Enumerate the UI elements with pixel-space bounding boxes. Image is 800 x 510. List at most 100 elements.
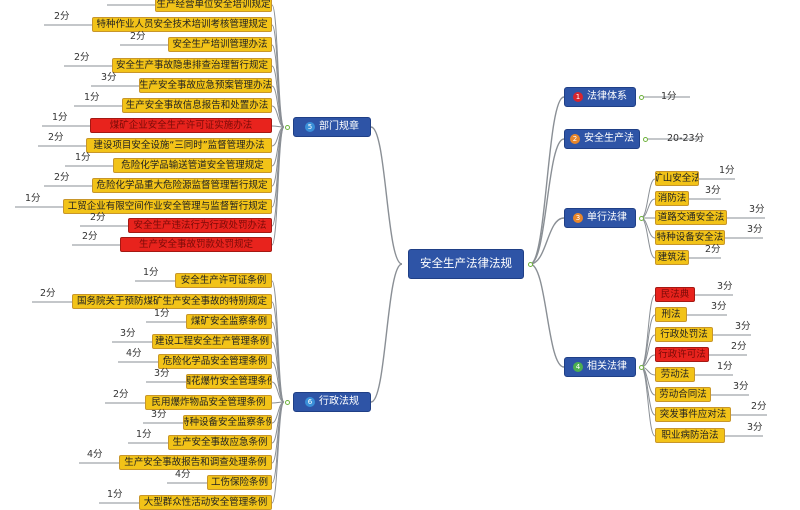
collapse-toggle[interactable] xyxy=(284,124,290,130)
collapse-toggle[interactable] xyxy=(638,94,644,100)
regulation-node[interactable]: 生产安全事故应急条例 xyxy=(168,435,272,450)
regulation-node[interactable]: 危险化学品安全管理条例 xyxy=(158,354,272,369)
score-label: 3分 xyxy=(749,204,765,215)
regulation-label: 生产安全事故应急预案管理办法 xyxy=(139,79,272,91)
regulation-label: 烟花爆竹安全管理条例 xyxy=(186,375,272,387)
regulation-node[interactable]: 大型群众性活动安全管理条例 xyxy=(139,495,272,510)
regulation-node[interactable]: 危险化学品输送管道安全管理规定 xyxy=(113,158,272,173)
collapse-toggle[interactable] xyxy=(527,261,533,267)
regulation-label: 生产安全事故信息报告和处置办法 xyxy=(125,99,269,111)
central-topic[interactable]: 安全生产法律法规 xyxy=(408,249,524,279)
regulation-label: 民用爆炸物品安全管理条例 xyxy=(151,396,266,408)
collapse-toggle[interactable] xyxy=(642,136,648,142)
regulation-label: 建设项目安全设施“三同时”监督管理办法 xyxy=(93,139,265,151)
law-label: 刑法 xyxy=(661,308,681,320)
regulation-label: 生产经营单位安全培训规定 xyxy=(156,0,271,10)
connector-line xyxy=(271,126,285,246)
branch-number-badge: 2 xyxy=(570,134,580,144)
score-label: 2分 xyxy=(113,389,129,400)
connector-line xyxy=(529,263,565,368)
law-node[interactable]: 行政处罚法 xyxy=(655,327,713,342)
regulation-node[interactable]: 民用爆炸物品安全管理条例 xyxy=(145,395,272,410)
regulation-label: 煤矿企业安全生产许可证实施办法 xyxy=(109,119,253,131)
score-label: 3分 xyxy=(733,381,749,392)
regulation-node[interactable]: 生产安全事故罚款处罚规定 xyxy=(120,237,272,252)
score-label: 2分 xyxy=(74,52,90,63)
connector-line xyxy=(271,24,285,128)
collapse-toggle[interactable] xyxy=(638,215,644,221)
regulation-node[interactable]: 工贸企业有限空间作业安全管理与监督暂行规定 xyxy=(63,199,272,214)
regulation-node[interactable]: 危险化学品重大危险源监督管理暂行规定 xyxy=(92,178,272,193)
regulation-label: 特种作业人员安全技术培训考核管理规定 xyxy=(96,18,268,30)
law-node[interactable]: 道路交通安全法 xyxy=(655,210,727,225)
law-node[interactable]: 职业病防治法 xyxy=(655,428,725,443)
regulation-node[interactable]: 生产安全事故应急预案管理办法 xyxy=(139,78,272,93)
score-label: 2分 xyxy=(48,132,64,143)
score-label: 1分 xyxy=(661,91,677,102)
score-label: 1分 xyxy=(136,429,152,440)
regulation-node[interactable]: 安全生产事故隐患排查治理暂行规定 xyxy=(112,58,272,73)
score-label: 3分 xyxy=(717,281,733,292)
regulation-node[interactable]: 工伤保险条例 xyxy=(207,475,272,490)
regulation-node[interactable]: 烟花爆竹安全管理条例 xyxy=(186,374,272,389)
law-node[interactable]: 建筑法 xyxy=(655,250,689,265)
connector-line xyxy=(529,138,565,265)
law-node[interactable]: 民法典 xyxy=(655,287,695,302)
connector-line xyxy=(640,198,656,219)
score-label: 3分 xyxy=(154,368,170,379)
law-label: 行政许可法 xyxy=(658,348,706,360)
connector-line xyxy=(271,105,285,128)
regulation-label: 危险化学品输送管道安全管理规定 xyxy=(121,159,264,171)
regulation-node[interactable]: 安全生产培训管理办法 xyxy=(168,37,272,52)
regulation-label: 国务院关于预防煤矿生产安全事故的特别规定 xyxy=(76,295,267,307)
law-node[interactable]: 消防法 xyxy=(655,191,689,206)
law-node[interactable]: 矿山安全法 xyxy=(655,171,699,186)
collapse-toggle[interactable] xyxy=(638,364,644,370)
regulation-node[interactable]: 生产安全事故信息报告和处置办法 xyxy=(122,98,272,113)
regulation-node[interactable]: 国务院关于预防煤矿生产安全事故的特别规定 xyxy=(72,294,272,309)
regulation-node[interactable]: 特种设备安全监察条例 xyxy=(183,415,272,430)
score-label: 3分 xyxy=(151,409,167,420)
law-node[interactable]: 特种设备安全法 xyxy=(655,230,725,245)
law-node[interactable]: 劳动合同法 xyxy=(655,387,711,402)
collapse-toggle[interactable] xyxy=(284,399,290,405)
connector-line xyxy=(640,217,656,239)
regulation-label: 安全生产培训管理办法 xyxy=(172,38,268,50)
score-label: 1分 xyxy=(154,308,170,319)
connector-line xyxy=(370,126,403,265)
law-node[interactable]: 突发事件应对法 xyxy=(655,407,731,422)
regulation-node[interactable]: 生产经营单位安全培训规定 xyxy=(155,0,272,12)
branch-label: 相关法律 xyxy=(587,361,627,372)
branch-label: 单行法律 xyxy=(587,212,627,223)
law-node[interactable]: 行政许可法 xyxy=(655,347,709,362)
regulation-label: 生产安全事故报告和调查处理条例 xyxy=(124,456,267,468)
regulation-node[interactable]: 特种作业人员安全技术培训考核管理规定 xyxy=(92,17,272,32)
score-label: 1分 xyxy=(719,165,735,176)
law-node[interactable]: 刑法 xyxy=(655,307,687,322)
regulation-node[interactable]: 煤矿企业安全生产许可证实施办法 xyxy=(90,118,272,133)
regulation-node[interactable]: 建设工程安全生产管理条例 xyxy=(152,334,272,349)
regulation-node[interactable]: 建设项目安全设施“三同时”监督管理办法 xyxy=(86,138,272,153)
score-label: 2分 xyxy=(705,244,721,255)
regulation-label: 安全生产违法行为行政处罚办法 xyxy=(133,219,267,231)
score-label: 2分 xyxy=(54,11,70,22)
connector-line xyxy=(640,294,656,368)
regulation-node[interactable]: 安全生产违法行为行政处罚办法 xyxy=(128,218,272,233)
regulation-label: 特种设备安全监察条例 xyxy=(183,416,272,428)
regulation-label: 危险化学品安全管理条例 xyxy=(162,355,268,367)
law-node[interactable]: 劳动法 xyxy=(655,367,695,382)
regulation-label: 安全生产许可证条例 xyxy=(180,274,267,286)
law-label: 行政处罚法 xyxy=(660,328,708,340)
connector-line xyxy=(640,217,656,259)
regulation-label: 生产安全事故罚款处罚规定 xyxy=(138,238,253,250)
regulation-node[interactable]: 安全生产许可证条例 xyxy=(175,273,272,288)
regulation-node[interactable]: 生产安全事故报告和调查处理条例 xyxy=(119,455,272,470)
regulation-node[interactable]: 煤矿安全监察条例 xyxy=(186,314,272,329)
